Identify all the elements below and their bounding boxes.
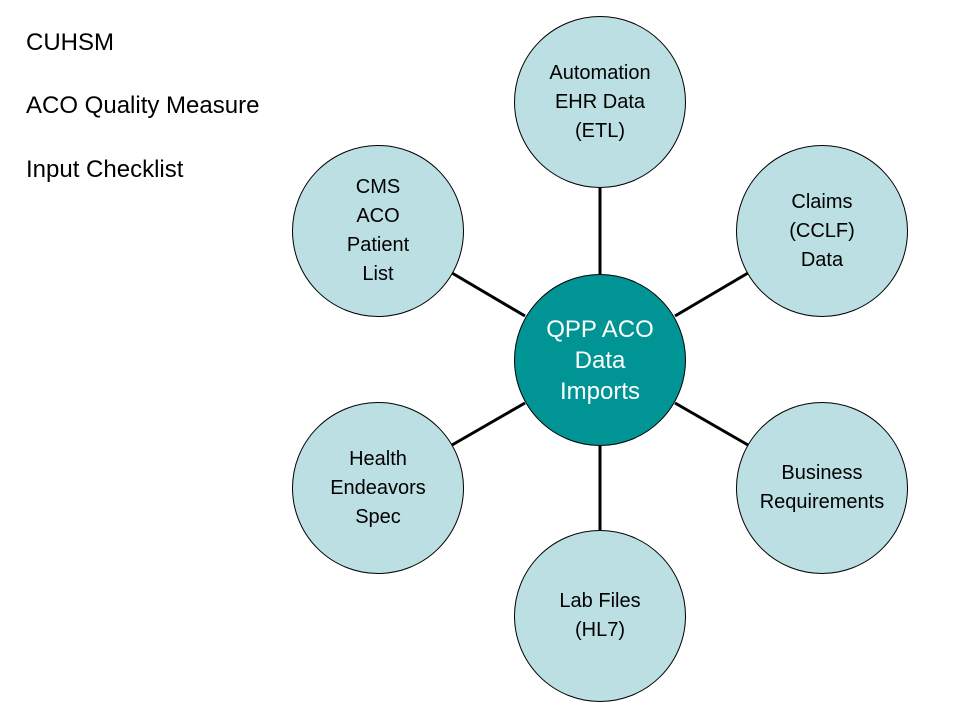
node-label: Business Requirements (759, 462, 885, 513)
node-cms-aco-patient-list: CMS ACO Patient List (292, 145, 464, 317)
node-hub-qpp-aco-data-imports: QPP ACO Data Imports (514, 274, 686, 446)
node-label: Automation EHR Data (ETL) (549, 61, 651, 142)
node-label: Lab Files (HL7) (559, 590, 641, 641)
connector-claims (674, 271, 749, 318)
title-line-organization: CUHSM (26, 29, 114, 56)
title-line-checklist: Input Checklist (26, 156, 184, 183)
node-health-endeavors-spec: Health Endeavors Spec (292, 402, 464, 574)
title-line-measure: ACO Quality Measure (26, 92, 260, 119)
connector-health (451, 401, 526, 447)
node-automation-ehr-data: Automation EHR Data (ETL) (514, 16, 686, 188)
node-label: Claims (CCLF) Data (789, 190, 855, 271)
connector-cms (451, 271, 526, 318)
node-claims-data: Claims (CCLF) Data (736, 145, 908, 317)
node-lab-files: Lab Files (HL7) (514, 530, 686, 702)
hub-label: QPP ACO Data Imports (546, 315, 654, 405)
connector-business (674, 401, 749, 447)
node-business-requirements: Business Requirements (736, 402, 908, 574)
node-label: CMS ACO Patient List (346, 176, 410, 285)
node-label: Health Endeavors Spec (330, 447, 426, 528)
